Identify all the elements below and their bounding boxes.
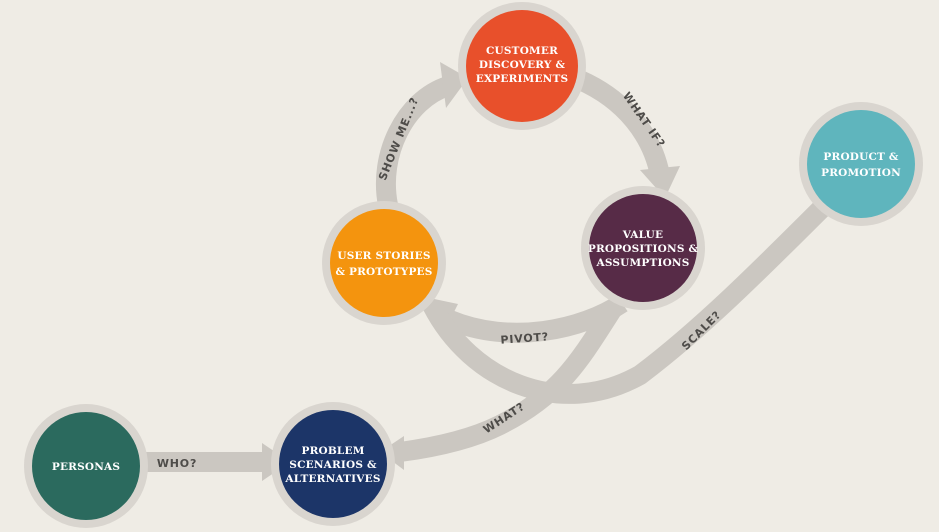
node-label: & PROTOTYPES <box>335 266 432 278</box>
node-customer-discovery: CUSTOMER DISCOVERY & EXPERIMENTS <box>458 2 586 130</box>
node-product-promotion-circle <box>807 110 915 218</box>
node-value-propositions: VALUE PROPOSITIONS & ASSUMPTIONS <box>581 186 705 310</box>
node-label: DISCOVERY & <box>479 59 566 71</box>
arrow-scale <box>423 192 838 404</box>
node-problem-scenarios: PROBLEM SCENARIOS & ALTERNATIVES <box>271 402 395 526</box>
edge-label-who: WHO? <box>157 457 197 470</box>
node-label: PROPOSITIONS & <box>588 243 699 255</box>
node-label: ALTERNATIVES <box>284 473 380 485</box>
node-label: EXPERIMENTS <box>476 73 569 85</box>
edge-label-show-me: SHOW ME...? <box>376 95 421 182</box>
node-user-stories-circle <box>330 209 438 317</box>
node-label: PROMOTION <box>821 167 901 179</box>
edge-label-pivot: PIVOT? <box>500 330 549 346</box>
arrow-show-me-head <box>440 62 468 108</box>
node-personas-circle <box>32 412 140 520</box>
node-customer-discovery-circle <box>466 10 578 122</box>
node-problem-scenarios-circle <box>279 410 387 518</box>
node-label: CUSTOMER <box>486 45 558 57</box>
node-label: PERSONAS <box>52 461 120 473</box>
nodes: CUSTOMER DISCOVERY & EXPERIMENTS VALUE P… <box>24 2 923 528</box>
arrows <box>140 62 838 481</box>
node-label: PRODUCT & <box>823 151 898 163</box>
node-value-propositions-circle <box>589 194 697 302</box>
node-user-stories: USER STORIES & PROTOTYPES <box>322 201 446 325</box>
node-personas: PERSONAS <box>24 404 148 528</box>
node-label: ASSUMPTIONS <box>595 257 689 269</box>
node-label: PROBLEM <box>301 445 364 457</box>
node-label: USER STORIES <box>337 250 430 262</box>
node-label: VALUE <box>622 229 663 241</box>
node-label: SCENARIOS & <box>289 459 377 471</box>
arrow-show-me <box>375 76 452 207</box>
arrow-what-if-head <box>640 166 680 198</box>
node-product-promotion: PRODUCT & PROMOTION <box>799 102 923 226</box>
arrow-what-if <box>575 70 670 178</box>
arrow-what <box>398 304 621 462</box>
